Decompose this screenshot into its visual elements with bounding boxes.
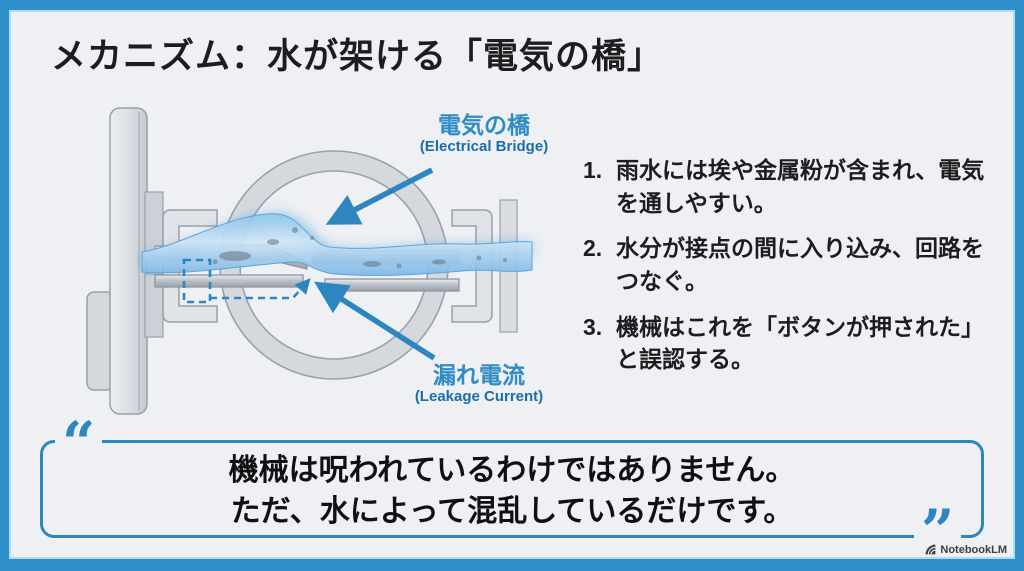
list-item: 2. 水分が接点の間に入り込み、回路をつなぐ。: [583, 232, 991, 297]
bridge-label-en: (Electrical Bridge): [419, 137, 549, 155]
bridge-label-jp: 電気の橋: [438, 112, 530, 138]
mechanism-list: 1. 雨水には埃や金属粉が含まれ、電気を通しやすい。 2. 水分が接点の間に入り…: [583, 154, 991, 389]
leakage-arrow: [314, 281, 436, 361]
list-item-text: 雨水には埃や金属粉が含まれ、電気を通しやすい。: [616, 157, 985, 216]
quote-text: 機械は呪われているわけではありません。 ただ、水によって混乱しているだけです。: [40, 450, 984, 532]
quote-line-2: ただ、水によって混乱しているだけです。: [230, 494, 794, 530]
leakage-label-en: (Leakage Current): [414, 387, 544, 405]
water-particles: [212, 227, 507, 269]
watermark: NotebookLM: [924, 543, 1007, 556]
bridge-label: 電気の橋 (Electrical Bridge): [384, 112, 584, 156]
diagram-panel: [109, 107, 148, 415]
diagram-bracket-right: [451, 209, 493, 323]
open-quote-mark: “: [55, 414, 103, 472]
list-item-number: 1.: [583, 157, 603, 183]
leakage-label: 漏れ電流 (Leakage Current): [379, 362, 579, 406]
list-item-number: 2.: [583, 235, 603, 262]
list-item: 3. 機械はこれを「ボタンが押された」と誤認する。: [583, 311, 991, 376]
switch-cross-section-diagram: [86, 107, 534, 415]
notebooklm-logo-icon: [926, 544, 936, 555]
leakage-label-jp: 漏れ電流: [433, 362, 525, 388]
quote-line-1: 機械は呪われているわけではありません。: [228, 453, 796, 488]
close-quote-mark: ”: [914, 502, 962, 560]
diagram-bracket-left: [162, 209, 218, 323]
watermark-label: NotebookLM: [940, 543, 1007, 556]
slide: メカニズム：水が架ける「電気の橋」: [9, 10, 1015, 560]
list-item: 1. 雨水には埃や金属粉が含まれ、電気を通しやすい。: [583, 154, 991, 219]
leakage-current-path: [182, 258, 311, 304]
quote-box: [40, 440, 984, 538]
bridge-arrow: [325, 167, 434, 225]
list-item-text: 水分が接点の間に入り込み、回路をつなぐ。: [616, 235, 984, 294]
list-item-text: 機械はこれを「ボタンが押された」と誤認する。: [616, 313, 984, 373]
water-bridge: [141, 212, 534, 276]
slide-title: メカニズム：水が架ける「電気の橋」: [51, 37, 664, 76]
list-item-number: 3.: [583, 313, 603, 340]
